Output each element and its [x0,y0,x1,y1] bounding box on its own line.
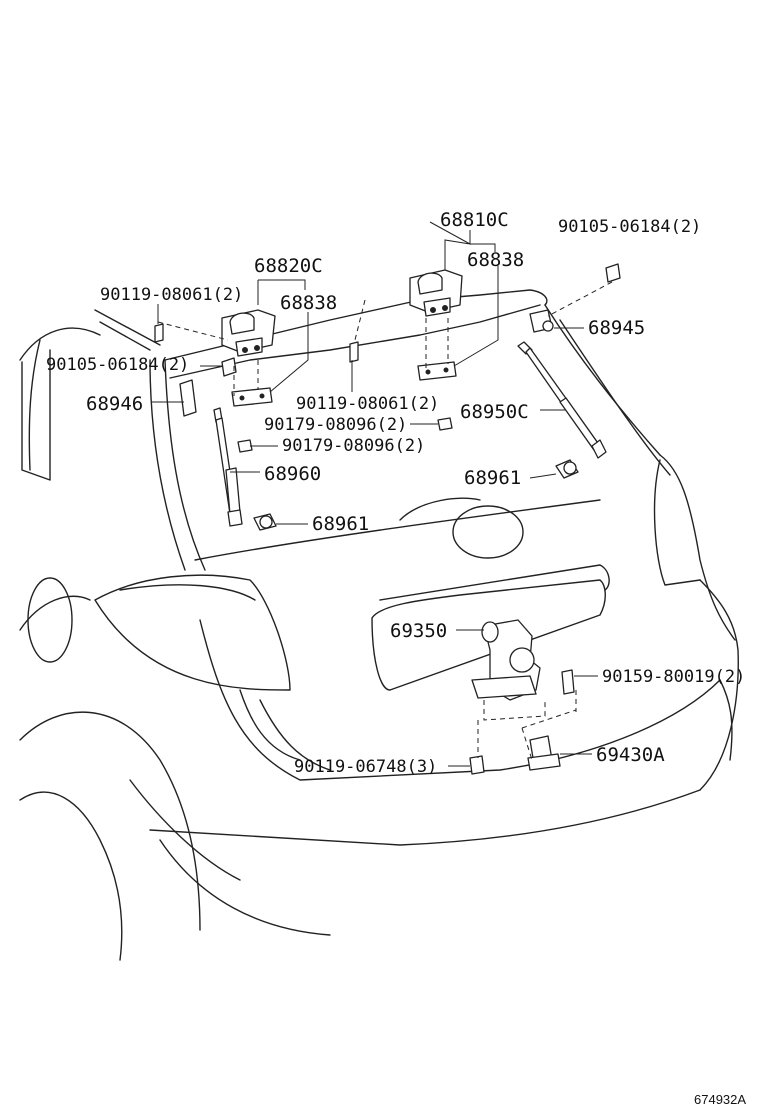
label-90105-left: 90105-06184(2) [46,355,189,375]
label-68950C: 68950C [460,401,529,423]
label-68838-right: 68838 [467,249,524,271]
label-68838-left: 68838 [280,292,337,314]
strut-brackets [179,309,579,531]
label-68960: 68960 [264,463,321,485]
strut-right-68950C [517,341,607,459]
leader-lines [152,221,598,767]
hinge-right-plate-68838 [417,361,457,381]
part-labels: 68810C 68838 90105-06184(2) 68820C 90119… [46,209,745,777]
bolts [154,263,621,775]
label-90179-a: 90179-08096(2) [264,415,407,435]
label-69430A: 69430A [596,744,665,766]
lock-69350 [471,619,541,701]
diagram-code: 674932A [694,1092,746,1107]
label-90119-bottom: 90119-06748(3) [294,757,437,777]
label-90105-top: 90105-06184(2) [558,217,701,237]
label-90159: 90159-80019(2) [602,667,745,687]
label-68810C: 68810C [440,209,509,231]
strut-left-68960 [213,407,243,527]
label-68961-right: 68961 [464,467,521,489]
label-68961-left: 68961 [312,513,369,535]
label-68946: 68946 [86,393,143,415]
label-90119-mid: 90119-08061(2) [296,394,439,414]
label-90179-b: 90179-08096(2) [282,436,425,456]
hinge-right-68810C [409,269,463,317]
label-68820C: 68820C [254,255,323,277]
striker-69430A [527,735,561,771]
label-69350: 69350 [390,620,447,642]
dashed-guides [157,281,613,761]
hinge-left-plate-68838 [231,387,273,407]
car-body-outline [19,289,739,961]
label-90119-left: 90119-08061(2) [100,285,243,305]
hinge-left-68820C [221,309,276,357]
label-68945: 68945 [588,317,645,339]
